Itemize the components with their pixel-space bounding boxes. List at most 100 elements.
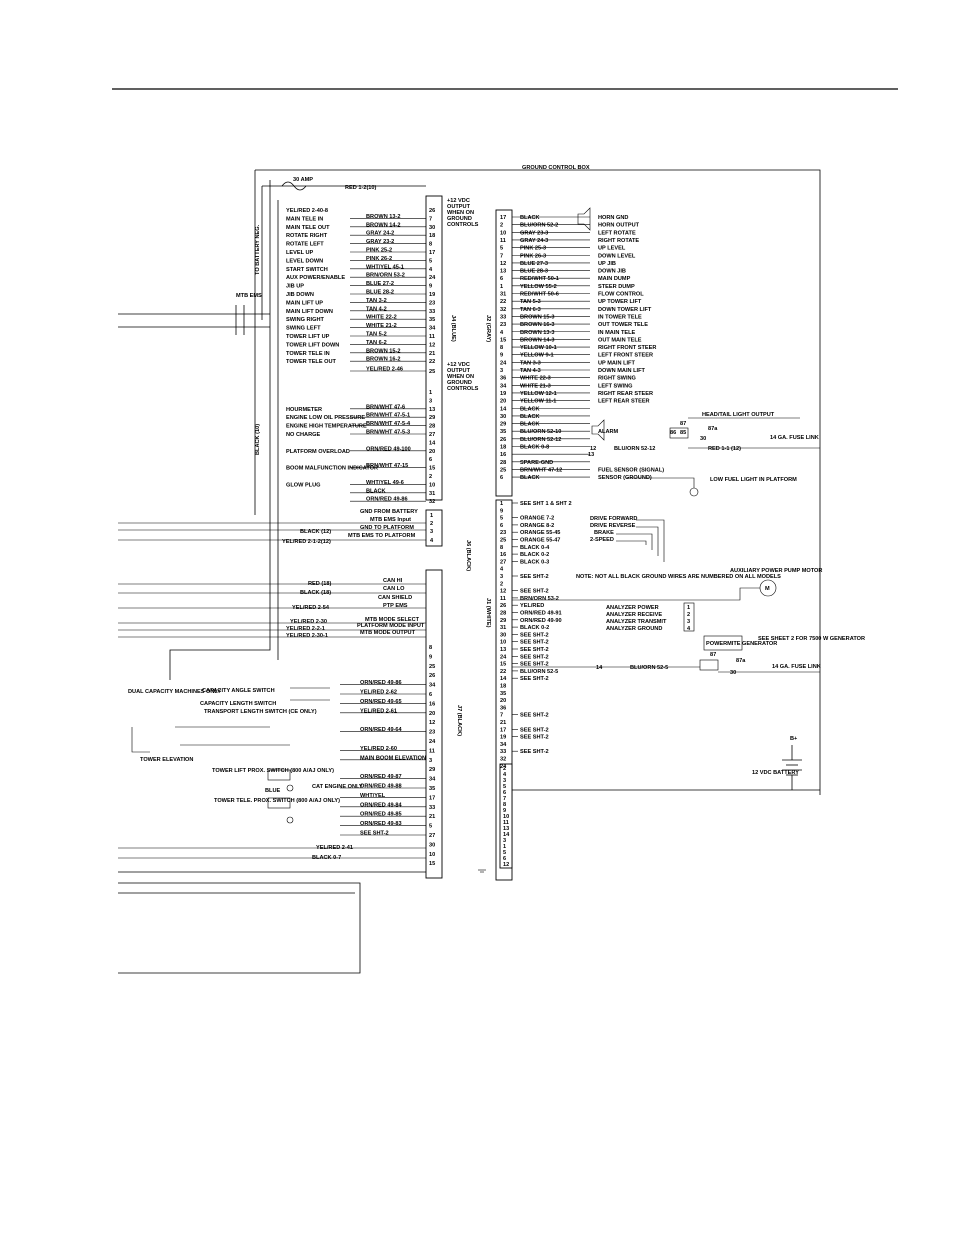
j4-wire-label: BLACK — [366, 488, 386, 494]
j4-function: AUX POWER/ENABLE — [286, 275, 345, 281]
j2-wire-label: BLACK — [520, 414, 540, 420]
j1-pin: 22 — [500, 669, 506, 675]
svg-text:WHEN ON: WHEN ON — [447, 374, 474, 380]
j2-pin: 30 — [500, 414, 506, 420]
j4-pin: 27 — [429, 432, 435, 438]
svg-text:LOW FUEL LIGHT IN PLATFORM: LOW FUEL LIGHT IN PLATFORM — [710, 477, 797, 483]
j2-function: HORN OUTPUT — [598, 223, 640, 229]
j1-pin: 13 — [500, 647, 506, 653]
j2-pin: 22 — [500, 299, 506, 305]
j1-wire-label: SEE SHT-2 — [520, 676, 549, 682]
j4-wire-label: BRN/WHT 47-5-3 — [366, 430, 410, 436]
j2-wire-label: BLU/ORN 52-12 — [520, 437, 561, 443]
j2-pin: 6 — [500, 276, 503, 282]
svg-text:DRIVE FORWARD: DRIVE FORWARD — [590, 516, 637, 522]
j4-pin: 8 — [429, 242, 432, 248]
j1-pin: 23 — [500, 530, 506, 536]
j2-pin: 36 — [500, 376, 506, 382]
svg-text:BLU/ORN 52-5: BLU/ORN 52-5 — [630, 665, 668, 671]
svg-text:BLUE: BLUE — [265, 788, 280, 794]
j4-function: ROTATE LEFT — [286, 242, 324, 248]
j1-wire-label: SEE SHT-2 — [520, 662, 549, 668]
j2-wire-label: GRAY 23-3 — [520, 230, 548, 236]
j4-function: ENGINE HIGH TEMPERATURE — [286, 424, 367, 430]
j4-wire-label: TAN 4-2 — [366, 306, 387, 312]
j4-pin: 32 — [429, 499, 435, 505]
svg-text:M: M — [765, 586, 770, 592]
j1-pin: 24 — [500, 764, 507, 770]
j1-wire-label: SEE SHT-2 — [520, 749, 549, 755]
j2-wire-label: GRAY 24-3 — [520, 238, 548, 244]
j7-pin: 12 — [429, 720, 435, 726]
svg-text:CAPACITY ANGLE SWITCH: CAPACITY ANGLE SWITCH — [202, 688, 275, 694]
j7-pin: 27 — [429, 833, 435, 839]
svg-text:86: 86 — [670, 430, 676, 436]
j4-function: TOWER TELE IN — [286, 351, 330, 357]
j7-pin: 17 — [429, 795, 435, 801]
j1-lower-pin: 10 — [503, 814, 509, 820]
svg-text:RED 1-1 (12): RED 1-1 (12) — [708, 446, 741, 452]
j1-wire-label: SEE SHT-2 — [520, 589, 549, 595]
j7-pin: 10 — [429, 852, 435, 858]
svg-text:BLU/ORN 52-12: BLU/ORN 52-12 — [614, 446, 655, 452]
svg-text:GROUND: GROUND — [447, 380, 472, 386]
j4-wire-label: TAN 3-2 — [366, 298, 387, 304]
j4-function: GLOW PLUG — [286, 482, 321, 488]
svg-text:2: 2 — [430, 521, 433, 527]
j4-pin: 19 — [429, 292, 435, 298]
svg-text:ANALYZER RECEIVE: ANALYZER RECEIVE — [606, 612, 662, 618]
j2-pin: 29 — [500, 422, 506, 428]
j2-wire-label: BLACK — [520, 406, 540, 412]
j4-wire-label: BRN/WHT 47-6 — [366, 404, 405, 410]
j2-function: UP TOWER LIFT — [598, 299, 642, 305]
j7-wire-label: YEL/RED 2-61 — [360, 708, 397, 714]
j4-pin: 12 — [429, 342, 435, 348]
red-wire-label: RED 1-2(10) — [345, 185, 377, 191]
j2-wire-label: BLUE 27-3 — [520, 261, 548, 267]
gcb-outline — [255, 169, 821, 795]
j1-wire-label: ORANGE 55-45 — [520, 530, 560, 536]
j7-pin: 35 — [429, 786, 435, 792]
connector-j4 — [425, 195, 443, 501]
left-bus — [169, 180, 271, 680]
j2-wire-label: TAN 4-3 — [520, 368, 541, 374]
prox-switches: TOWER LIFT PROX. SWITCH (800 A/AJ ONLY) … — [212, 768, 363, 824]
j2-pin: 35 — [500, 429, 506, 435]
j2-function: FUEL SENSOR (SIGNAL) — [598, 467, 664, 473]
j4-pin: 26 — [429, 208, 435, 214]
svg-text:ANALYZER POWER: ANALYZER POWER — [606, 605, 659, 611]
svg-text:GROUND: GROUND — [447, 216, 472, 222]
j7-pin: 24 — [429, 739, 436, 745]
j4-wire-label: BRN/WHT 47-5-4 — [366, 421, 411, 427]
svg-text:1: 1 — [430, 513, 433, 519]
j7-wire-label: WHT/YEL — [360, 793, 386, 799]
j1-pin: 14 — [500, 676, 507, 682]
j2-function: DOWN JIB — [598, 269, 626, 275]
aux-pump: AUXILIARY POWER PUMP MOTOR M — [512, 568, 822, 601]
j2-function: FLOW CONTROL — [598, 292, 644, 298]
j1-wire-label: ORANGE 55-47 — [520, 538, 560, 544]
dual-capacity-block: DUAL CAPACITY MACHINES ONLY CAPACITY ANG… — [128, 687, 330, 763]
j4-wire-label: BROWN 13-2 — [366, 214, 401, 220]
j2-wire-label: RED/WHT 50-6 — [520, 292, 559, 298]
j4-wire-label: GRAY 24-2 — [366, 231, 394, 237]
j4-function: SWING LEFT — [286, 326, 321, 332]
low-fuel-light: LOW FUEL LIGHT IN PLATFORM — [626, 477, 797, 497]
j2-pin: 28 — [500, 460, 506, 466]
svg-text:85: 85 — [680, 430, 686, 436]
j7-pin: 11 — [429, 748, 435, 754]
j7-pin: 34 — [429, 683, 436, 689]
j7-pin: 21 — [429, 814, 435, 820]
j4-pin: 20 — [429, 449, 435, 455]
j1-wire-label: SEE SHT-2 — [520, 647, 549, 653]
svg-text:YEL/RED 2-54: YEL/RED 2-54 — [292, 605, 330, 611]
svg-text:CAN SHIELD: CAN SHIELD — [378, 595, 412, 601]
j1-pin: 29 — [500, 618, 506, 624]
j1-wire-label: SEE SHT 1 & SHT 2 — [520, 501, 572, 507]
j1-wire-label: SEE SHT-2 — [520, 640, 549, 646]
svg-text:4: 4 — [687, 626, 691, 632]
j1-lower-pin: 3 — [503, 778, 506, 784]
j4-function: ENGINE LOW OIL PRESSURE — [286, 415, 365, 421]
j2-wire-label: BLACK — [520, 215, 540, 221]
j2-label: J2 (GRAY) — [485, 315, 491, 342]
